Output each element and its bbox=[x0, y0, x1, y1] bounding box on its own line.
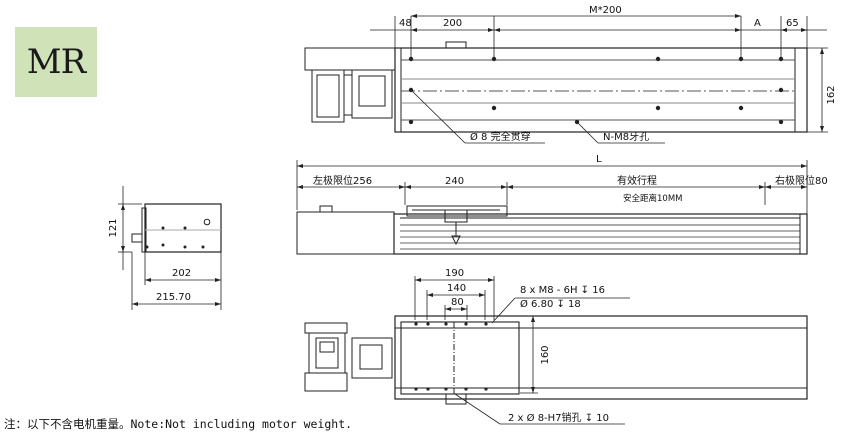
motor-body bbox=[311, 69, 345, 123]
dim-a: A bbox=[754, 18, 761, 29]
bottom-carriage bbox=[400, 321, 520, 395]
coupling-housing bbox=[351, 69, 393, 119]
dim-80: 80 bbox=[451, 297, 464, 308]
dim-200: 200 bbox=[443, 18, 462, 29]
side-view: L 左极限位256 240 有效行程 右极限位80 安全距离10MM bbox=[296, 154, 828, 255]
end-body bbox=[144, 203, 222, 253]
dim-stroke: 有效行程 bbox=[617, 174, 657, 187]
dim-240: 240 bbox=[445, 176, 464, 187]
dim-48: 48 bbox=[399, 18, 412, 29]
dim-right-limit: 右极限位80 bbox=[775, 174, 828, 187]
bottom-rail-body bbox=[394, 315, 808, 400]
dim-left-limit: 左极限位256 bbox=[313, 174, 372, 187]
dim-215-70: 215.70 bbox=[156, 292, 191, 303]
callout-thread-holes: N-M8牙孔 bbox=[603, 131, 649, 143]
callout-pin-holes: 2 x Ø 8-H7销孔 ↧ 10 bbox=[508, 411, 609, 424]
dim-160: 160 bbox=[540, 345, 551, 364]
end-view: 121 202 215.70 bbox=[108, 186, 222, 310]
rail-body-top bbox=[394, 47, 808, 133]
callout-through-hole: Ø 8 完全贯穿 bbox=[470, 130, 531, 143]
motor-top-cap bbox=[304, 47, 396, 71]
dim-m200: M*200 bbox=[589, 5, 622, 16]
top-view: 48 200 M*200 A 65 162 Ø 8 完全贯穿 N-M8牙孔 bbox=[304, 5, 837, 144]
dim-190: 190 bbox=[445, 268, 464, 279]
safety-distance-label: 安全距离10MM bbox=[623, 193, 682, 204]
coupling-inner bbox=[358, 75, 386, 107]
dim-202: 202 bbox=[172, 268, 191, 279]
callout-m8-threads: 8 x M8 - 6H ↧ 16 bbox=[520, 285, 605, 296]
side-carriage bbox=[406, 205, 508, 217]
mounting-holes bbox=[408, 56, 784, 125]
bottom-view: 190 140 80 160 8 x M8 - 6H ↧ 16 Ø 6.80 ↧… bbox=[304, 268, 808, 425]
motor-inner bbox=[316, 74, 340, 118]
slider-tab bbox=[445, 41, 467, 49]
callout-drill-depth: Ø 6.80 ↧ 18 bbox=[520, 298, 581, 310]
bottom-motor bbox=[308, 332, 346, 374]
side-motor bbox=[296, 211, 395, 255]
dim-121: 121 bbox=[108, 218, 119, 237]
model-label: MR bbox=[26, 42, 86, 82]
model-badge: MR bbox=[15, 27, 97, 97]
footnote: 注：以下不含电机重量。Note:Not including motor weig… bbox=[4, 417, 353, 431]
dim-140: 140 bbox=[447, 283, 466, 294]
dim-162: 162 bbox=[826, 85, 837, 104]
dim-65: 65 bbox=[786, 18, 799, 29]
bottom-coupling bbox=[351, 337, 393, 379]
dim-length-l: L bbox=[596, 154, 602, 165]
side-rail-body bbox=[393, 213, 808, 255]
